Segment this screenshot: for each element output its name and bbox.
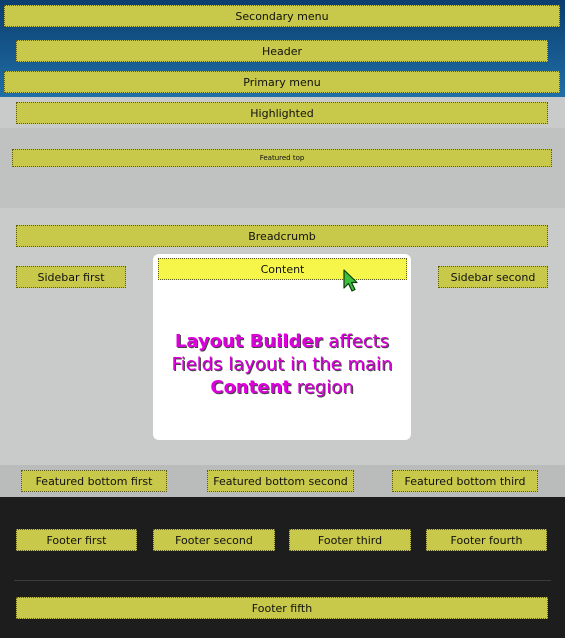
note-line3-bold: Content	[210, 377, 291, 398]
region-footer-second[interactable]: Footer second	[153, 529, 275, 551]
note-line2: Fields layout in the main	[171, 354, 393, 375]
region-footer-third[interactable]: Footer third	[289, 529, 411, 551]
region-highlighted[interactable]: Highlighted	[16, 102, 548, 124]
region-header[interactable]: Header	[16, 40, 548, 62]
region-footer-fourth[interactable]: Footer fourth	[426, 529, 547, 551]
content-card	[153, 254, 411, 440]
region-featured-bottom-third[interactable]: Featured bottom third	[392, 470, 538, 492]
region-content[interactable]: Content	[158, 258, 407, 280]
note-line1-bold: Layout Builder	[174, 331, 323, 352]
region-primary-menu[interactable]: Primary menu	[4, 71, 560, 93]
region-featured-bottom-second[interactable]: Featured bottom second	[207, 470, 354, 492]
region-featured-top[interactable]: Featured top	[12, 149, 552, 167]
cursor-arrow-icon	[343, 269, 358, 292]
region-sidebar-second[interactable]: Sidebar second	[438, 266, 548, 288]
layout-builder-note: Layout Builder affects Fields layout in …	[153, 330, 411, 399]
region-footer-fifth[interactable]: Footer fifth	[16, 597, 548, 619]
note-line3-rest: region	[290, 377, 354, 398]
region-breadcrumb[interactable]: Breadcrumb	[16, 225, 548, 247]
featured-top-band	[0, 128, 565, 208]
region-secondary-menu[interactable]: Secondary menu	[4, 5, 560, 27]
region-sidebar-first[interactable]: Sidebar first	[16, 266, 126, 288]
footer-divider	[14, 580, 551, 581]
region-featured-bottom-first[interactable]: Featured bottom first	[21, 470, 167, 492]
region-footer-first[interactable]: Footer first	[16, 529, 137, 551]
note-line1-rest: affects	[322, 331, 390, 352]
